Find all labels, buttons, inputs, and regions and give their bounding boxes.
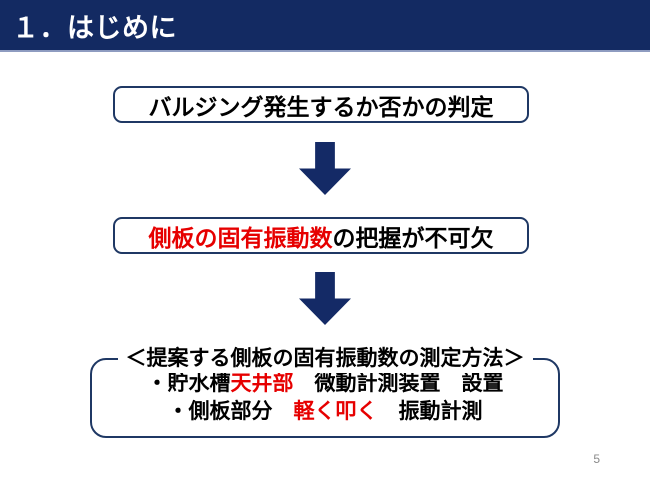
- flow-box-bulging-judgement-text: バルジング発生するか否かの判定: [148, 93, 494, 120]
- method-bullet-line: ・側板部分 軽く叩く 振動計測: [167, 400, 483, 423]
- flow-box-natural-frequency-text: 側板の固有振動数の把握が不可欠: [148, 224, 494, 251]
- page-number: 5: [593, 452, 600, 466]
- down-arrow-icon: [299, 142, 351, 195]
- page-title: １．はじめに: [12, 12, 177, 43]
- method-box-title-row: ＜提案する側板の固有振動数の測定方法＞: [92, 345, 558, 373]
- flow-box-measurement-method: ＜提案する側板の固有振動数の測定方法＞ ・貯水槽天井部 微動計測装置 設置 ・側…: [90, 345, 560, 438]
- method-box-title: ＜提案する側板の固有振動数の測定方法＞: [117, 345, 533, 373]
- flow-box-natural-frequency: 側板の固有振動数の把握が不可欠: [113, 217, 529, 254]
- down-arrow-icon: [299, 272, 351, 325]
- slide-title-bar: １．はじめに: [0, 0, 650, 52]
- method-bullet-line: ・貯水槽天井部 微動計測装置 設置: [146, 372, 504, 395]
- flow-box-bulging-judgement: バルジング発生するか否かの判定: [113, 86, 529, 123]
